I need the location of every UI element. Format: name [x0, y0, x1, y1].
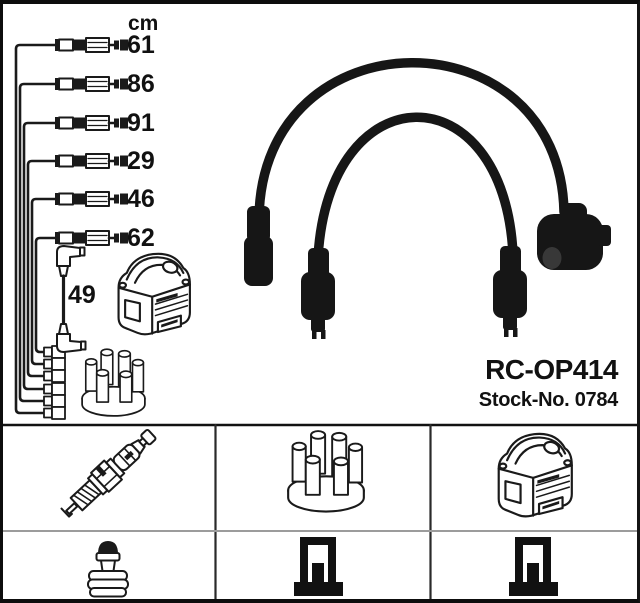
cable-photo: [244, 58, 611, 339]
cable-length-value: 62: [127, 224, 155, 252]
plug-cover-icon: [87, 541, 129, 598]
din-terminal-icon: [509, 537, 558, 596]
din-terminal-icon: [294, 537, 343, 596]
grid-lines: [3, 423, 637, 599]
coil-wire-drawing: [56, 245, 87, 353]
cable-length-value: 91: [127, 109, 155, 137]
cable-length-value: 29: [127, 147, 155, 175]
ignition-coil-icon: [497, 432, 573, 518]
ignition-lead-rows: [53, 36, 130, 247]
spark-plug-icon: [56, 423, 162, 525]
coil-wire-length-value: 49: [68, 281, 96, 309]
cable-length-value: 46: [127, 185, 155, 213]
lead-wire-bundle: [14, 43, 57, 415]
distributor-cap-icon: [287, 430, 365, 513]
stock-number: Stock-No. 0784: [478, 389, 619, 411]
product-code: RC-OP414: [485, 354, 618, 385]
cable-length-value: 86: [127, 70, 155, 98]
cable-length-value: 61: [127, 31, 155, 59]
stacked-plug-terminals: [43, 345, 66, 420]
distributor-cap-drawing: [81, 348, 146, 417]
length-unit-label: cm: [128, 12, 159, 35]
ignition-coil-drawing: [117, 252, 191, 336]
